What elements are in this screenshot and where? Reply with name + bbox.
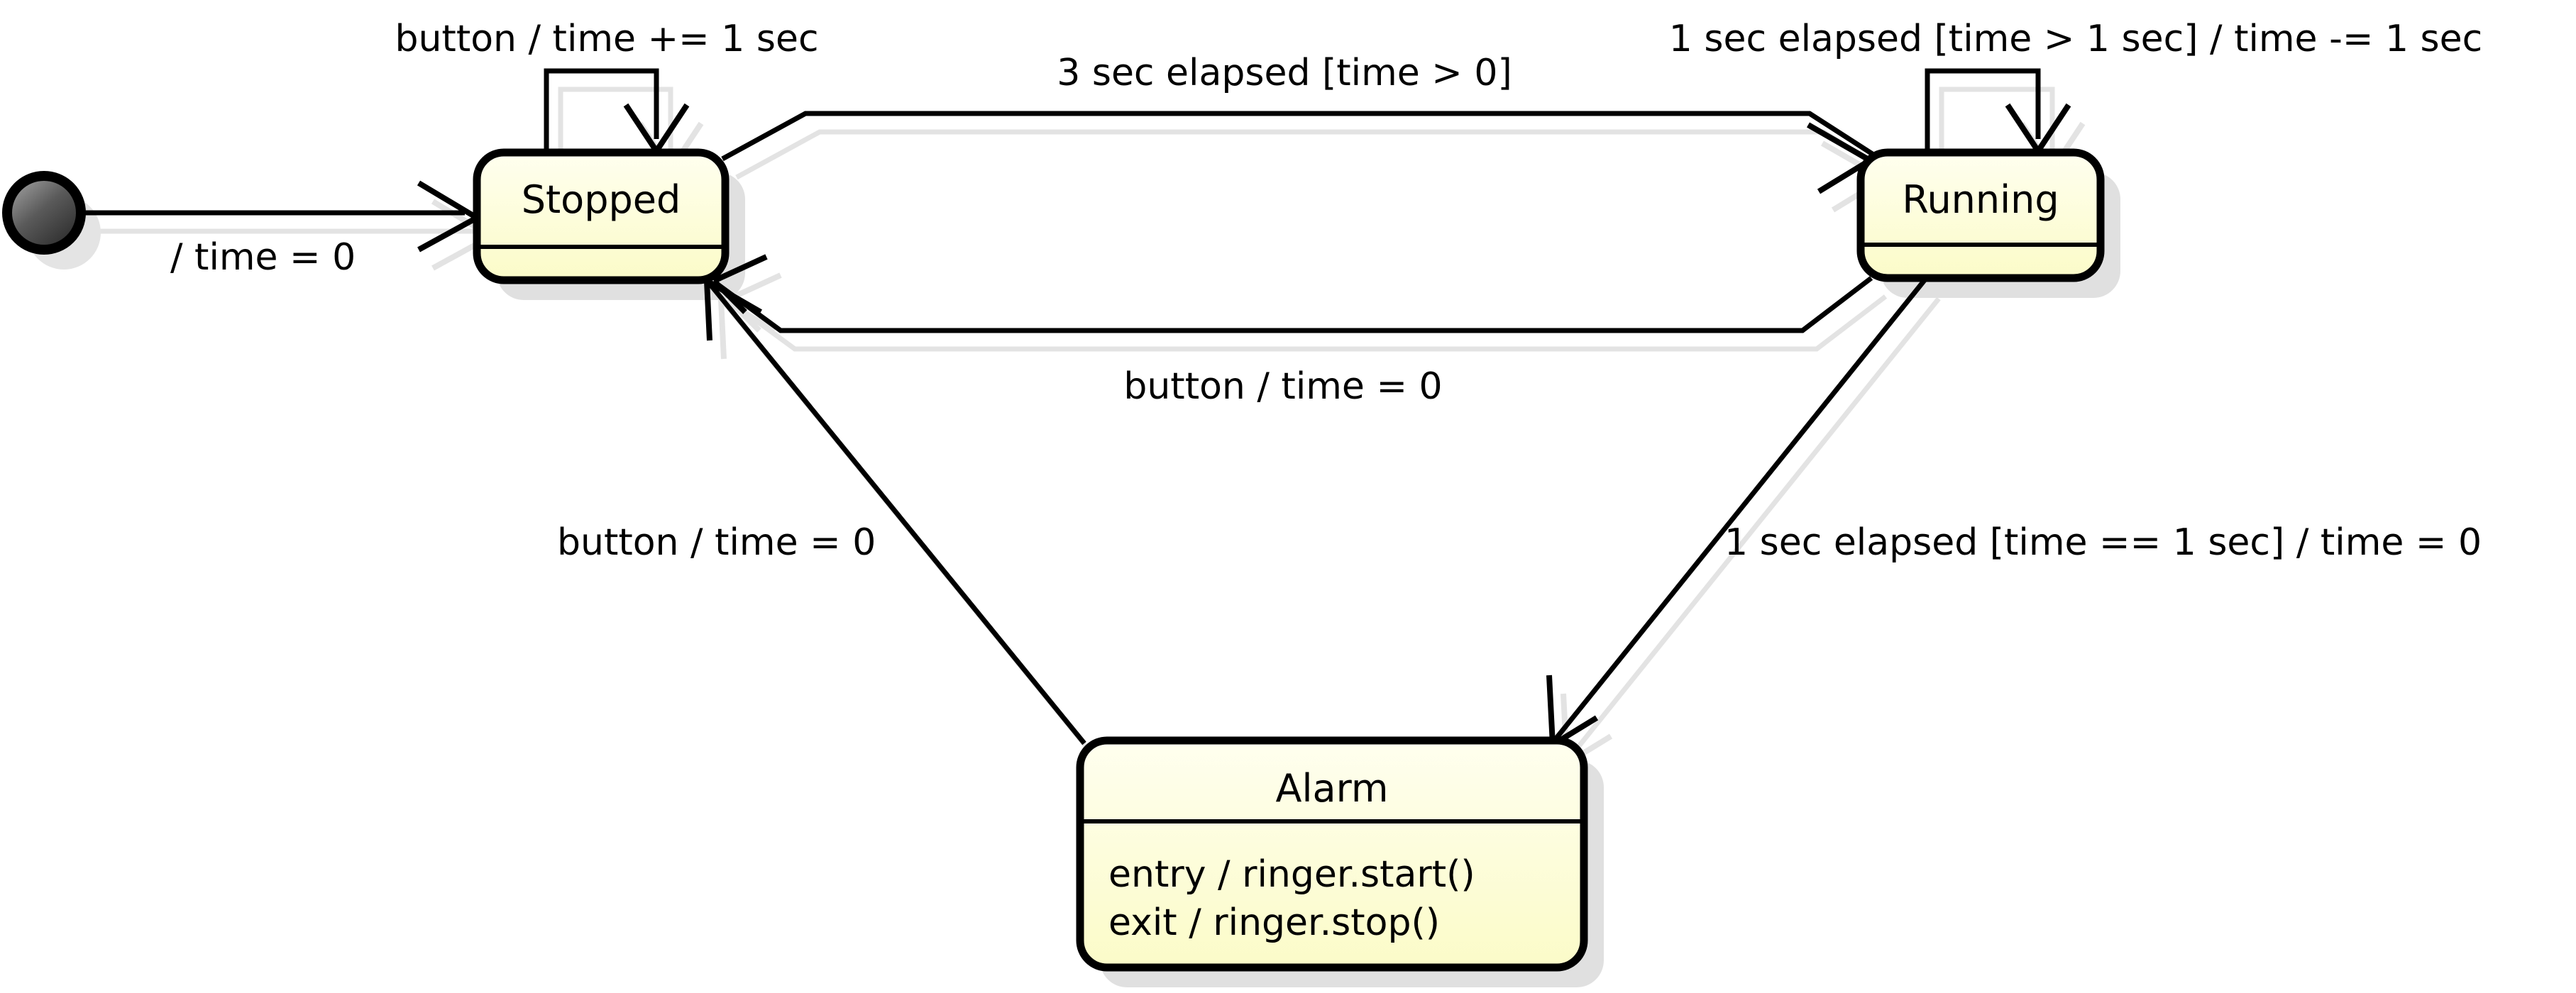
transition-running-to-stopped[interactable] [712,254,1873,333]
edge-label-stopped-to-running: 3 sec elapsed [time > 0] [1057,52,1512,94]
state-stopped-title: Stopped [522,177,681,222]
state-alarm-title: Alarm [1276,766,1389,811]
state-running-title: Running [1902,177,2059,222]
state-stopped[interactable]: Stopped [473,148,730,284]
edge-label-layer: / time = 0 button / time += 1 sec 3 sec … [170,18,2482,564]
initial-pseudostate[interactable] [2,171,86,255]
state-alarm-entry-action: entry / ringer.start() [1108,853,1475,896]
state-alarm[interactable]: Alarm entry / ringer.start() exit / ring… [1076,736,1588,972]
transition-alarm-to-stopped[interactable] [704,278,1086,745]
transition-stopped-to-running[interactable] [721,111,1875,194]
edge-shadow-layer [95,87,2086,766]
state-shadow-layer [27,172,2120,987]
edge-label-stopped-self: button / time += 1 sec [395,18,818,60]
edge-label-init-to-stopped: / time = 0 [170,236,356,279]
transition-running-self[interactable] [1925,68,2071,153]
state-alarm-exit-action: exit / ringer.stop() [1108,902,1440,944]
edge-layer [81,68,2071,748]
edge-label-running-self: 1 sec elapsed [time > 1 sec] / time -= 1… [1669,18,2482,60]
edge-label-running-to-stopped: button / time = 0 [1123,365,1442,408]
transition-stopped-self[interactable] [544,68,690,153]
edge-label-running-to-alarm: 1 sec elapsed [time == 1 sec] / time = 0 [1724,521,2482,564]
state-running[interactable]: Running [1856,148,2105,282]
edge-label-alarm-to-stopped: button / time = 0 [557,521,876,564]
transition-init-to-stopped[interactable] [81,180,479,253]
